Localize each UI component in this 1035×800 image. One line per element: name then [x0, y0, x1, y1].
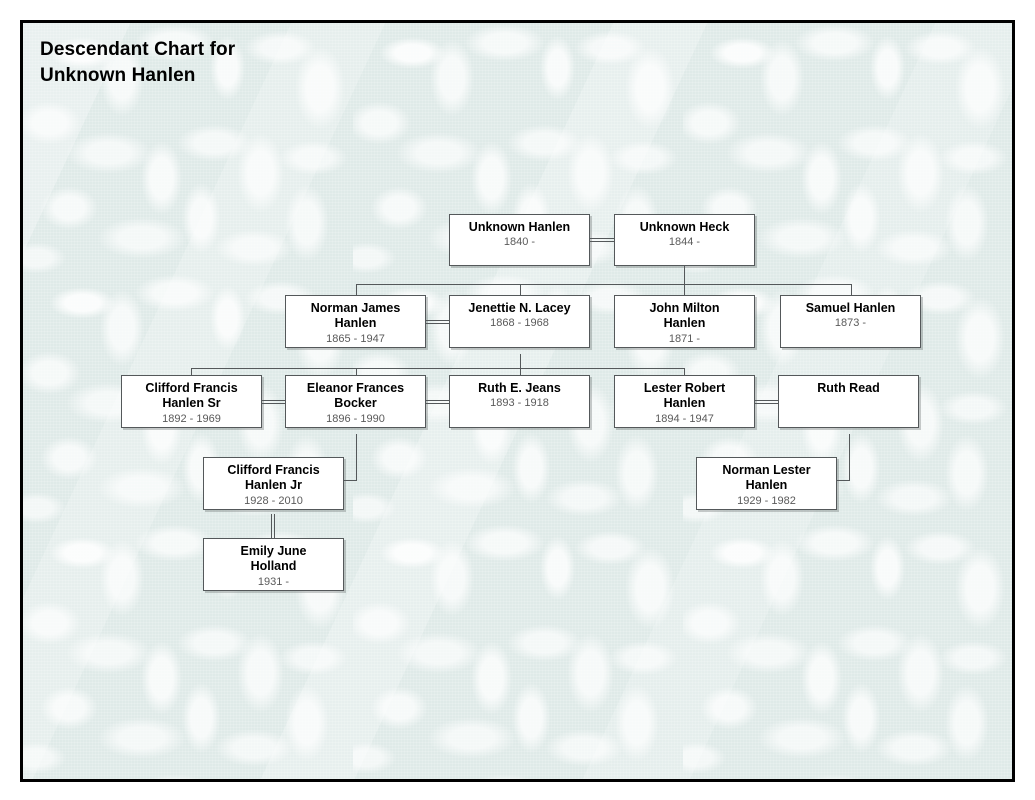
chart-frame: Descendant Chart for Unknown Hanlen: [20, 20, 1015, 782]
person-node-eleanor-frances-bocker[interactable]: Eleanor Frances Bocker 1896 - 1990: [285, 375, 426, 428]
person-name: Unknown Hanlen: [468, 220, 571, 234]
person-dates: 1929 - 1982: [737, 494, 796, 507]
person-node-jenettie-lacey[interactable]: Jenettie N. Lacey 1868 - 1968: [449, 295, 590, 348]
connector-eleanor-to-clifford-jr-vertical: [356, 434, 357, 480]
connector-heck-drop: [684, 265, 685, 284]
connector-drop-samuel: [851, 284, 852, 302]
person-name: Ruth E. Jeans: [478, 381, 561, 395]
marriage-link-norman-jenettie: [425, 320, 470, 324]
connector-drop-norman-james: [356, 284, 357, 302]
person-node-clifford-francis-hanlen-jr[interactable]: Clifford Francis Hanlen Jr 1928 - 2010: [203, 457, 344, 510]
person-name: Eleanor Frances Bocker: [306, 381, 405, 411]
person-dates: 1871 -: [668, 332, 701, 345]
connector-drop-jenettie: [520, 284, 521, 302]
person-dates: 1868 - 1968: [490, 317, 549, 330]
person-name: John Milton Hanlen: [649, 301, 720, 331]
connector-ruth-read-to-norman-lester-vertical: [849, 434, 850, 480]
person-name: Jenettie N. Lacey: [468, 301, 571, 315]
connector-jenettie-drop: [520, 354, 521, 368]
person-dates: 1844 -: [668, 236, 701, 249]
person-node-john-milton-hanlen[interactable]: John Milton Hanlen 1871 -: [614, 295, 755, 348]
page-title: Descendant Chart for Unknown Hanlen: [40, 39, 236, 86]
person-dates: 1896 - 1990: [326, 412, 385, 425]
person-dates: 1840 -: [503, 236, 536, 249]
descendant-chart-canvas: Unknown Hanlen 1840 - Unknown Heck 1844 …: [23, 23, 1006, 773]
person-dates: 1892 - 1969: [162, 412, 221, 425]
person-node-unknown-hanlen[interactable]: Unknown Hanlen 1840 -: [449, 214, 590, 266]
person-name: Norman Lester Hanlen: [722, 463, 811, 493]
person-node-ruth-e-jeans[interactable]: Ruth E. Jeans 1893 - 1918: [449, 375, 590, 428]
person-dates: 1894 - 1947: [655, 412, 714, 425]
person-node-ruth-read[interactable]: Ruth Read: [778, 375, 919, 428]
person-node-clifford-francis-hanlen-sr[interactable]: Clifford Francis Hanlen Sr 1892 - 1969: [121, 375, 262, 428]
person-dates: 1928 - 2010: [244, 494, 303, 507]
person-node-norman-lester-hanlen[interactable]: Norman Lester Hanlen 1929 - 1982: [696, 457, 837, 510]
person-name: Unknown Heck: [639, 220, 730, 234]
person-dates: 1865 - 1947: [326, 332, 385, 345]
marriage-link-clifford-sr-eleanor: [261, 400, 306, 404]
person-node-samuel-hanlen[interactable]: Samuel Hanlen 1873 -: [780, 295, 921, 348]
connector-gen3-sibling-bus: [191, 368, 685, 369]
connector-ruth-read-to-norman-lester-elbow: [836, 480, 850, 481]
person-node-emily-june-holland[interactable]: Emily June Holland 1931 -: [203, 538, 344, 591]
person-name: Emily June Holland: [240, 544, 307, 574]
connector-drop-john-milton: [684, 284, 685, 302]
marriage-link-eleanor-ruth-jeans: [425, 400, 470, 404]
person-node-lester-robert-hanlen[interactable]: Lester Robert Hanlen 1894 - 1947: [614, 375, 755, 428]
marriage-link-unknown-hanlen-unknown-heck: [589, 238, 634, 242]
person-name: Clifford Francis Hanlen Sr: [145, 381, 238, 411]
person-name: Samuel Hanlen: [805, 301, 896, 315]
person-name: Norman James Hanlen: [310, 301, 401, 331]
connector-gen2-sibling-bus: [356, 284, 851, 285]
person-node-norman-james-hanlen[interactable]: Norman James Hanlen 1865 - 1947: [285, 295, 426, 348]
marriage-link-clifford-jr-emily: [271, 514, 275, 560]
person-name: Lester Robert Hanlen: [643, 381, 726, 411]
connector-eleanor-to-clifford-jr-elbow: [343, 480, 357, 481]
person-dates: 1931 -: [257, 575, 290, 588]
person-name: Ruth Read: [817, 381, 880, 395]
person-node-unknown-heck[interactable]: Unknown Heck 1844 -: [614, 214, 755, 266]
marriage-link-lester-ruth-read: [753, 400, 798, 404]
person-dates: 1873 -: [834, 317, 867, 330]
person-name: Clifford Francis Hanlen Jr: [227, 463, 320, 493]
person-dates: 1893 - 1918: [490, 397, 549, 410]
